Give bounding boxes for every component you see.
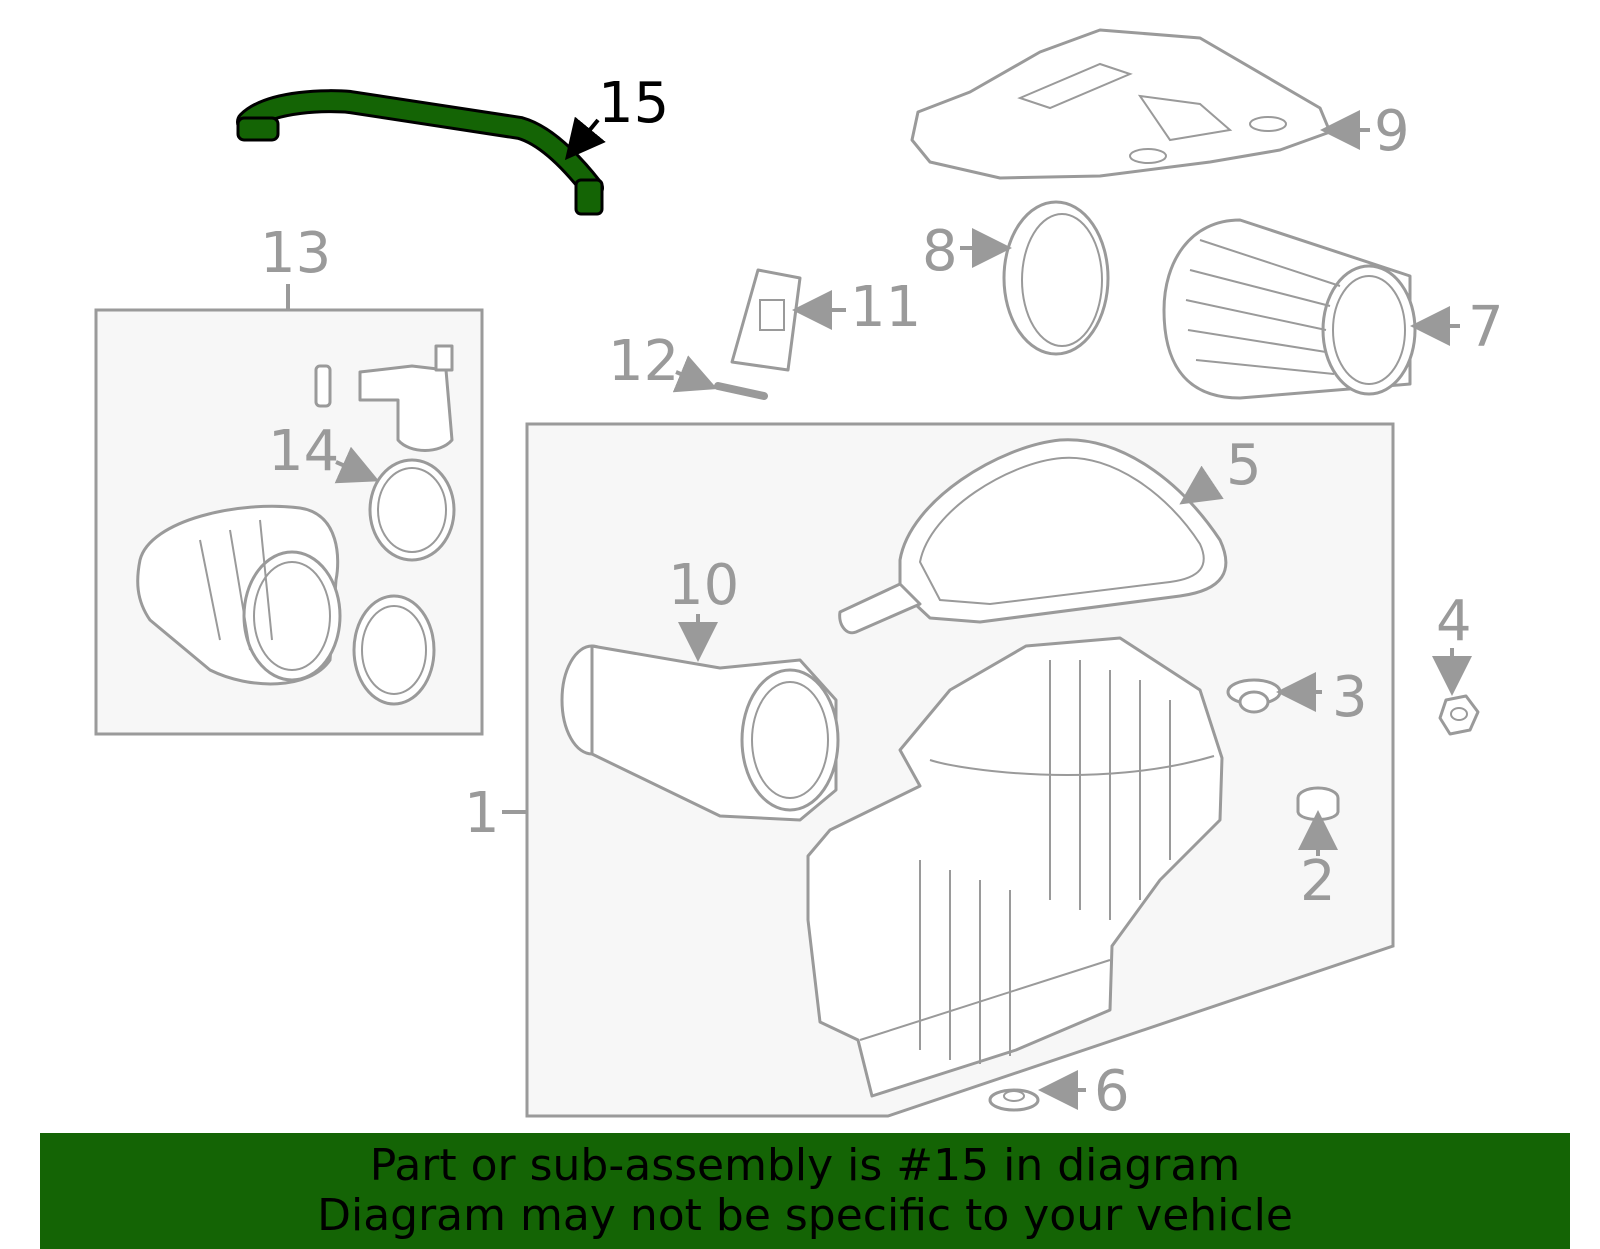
callout-12[interactable]: 12	[608, 329, 679, 394]
callout-6[interactable]: 6	[1094, 1059, 1130, 1124]
callout-10[interactable]: 10	[668, 553, 739, 618]
part-1-housing	[806, 636, 1224, 1098]
footer-banner: Part or sub-assembly is #15 in diagram D…	[40, 1133, 1570, 1249]
callout-9[interactable]: 9	[1374, 99, 1410, 164]
callout-15[interactable]: 15	[598, 71, 669, 136]
callout-14[interactable]: 14	[268, 419, 339, 484]
callout-7[interactable]: 7	[1468, 295, 1504, 360]
part-14-clamp	[368, 458, 456, 562]
callout-4[interactable]: 4	[1436, 589, 1472, 654]
callout-2[interactable]: 2	[1300, 849, 1336, 914]
part-7-filter	[1162, 218, 1417, 400]
part-8-ring	[1002, 200, 1110, 356]
footer-line-2: Diagram may not be specific to your vehi…	[317, 1190, 1293, 1241]
callout-8[interactable]: 8	[922, 219, 958, 284]
leader-lines	[286, 110, 1472, 1110]
footer-line-1: Part or sub-assembly is #15 in diagram	[369, 1140, 1241, 1191]
part-2-grommet	[1296, 786, 1340, 821]
callout-5[interactable]: 5	[1226, 433, 1262, 498]
part-9-cover	[910, 28, 1332, 180]
callout-1[interactable]: 1	[464, 781, 500, 846]
callout-13[interactable]: 13	[260, 221, 331, 286]
part-12-pin	[714, 382, 768, 400]
part-15-hose[interactable]	[236, 89, 604, 216]
part-5-element	[838, 438, 1228, 635]
part-4-nut	[1438, 694, 1480, 736]
part-13-duct	[136, 344, 454, 706]
part-6-grommet	[988, 1088, 1040, 1112]
part-11-sensor	[730, 268, 802, 372]
callout-11[interactable]: 11	[850, 275, 921, 340]
part-10-duct	[560, 644, 840, 822]
callout-3[interactable]: 3	[1332, 665, 1368, 730]
